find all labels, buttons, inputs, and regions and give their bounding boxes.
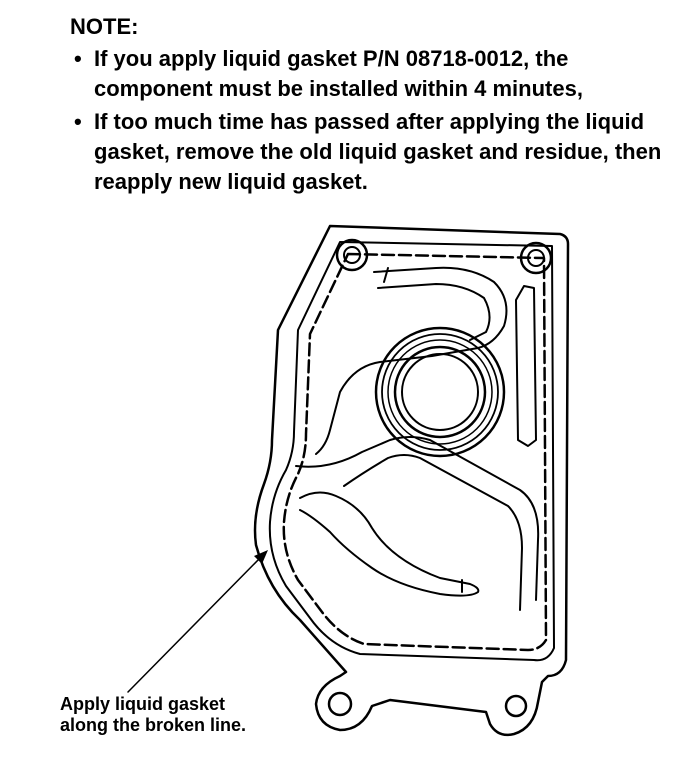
note-block: NOTE: • If you apply liquid gasket P/N 0… [70, 12, 670, 200]
callout-line-2: along the broken line. [60, 715, 247, 735]
note-item-text: If you apply liquid gasket P/N 08718-001… [94, 46, 583, 101]
bullet-icon: • [74, 46, 82, 71]
callout-leader [127, 555, 263, 693]
note-list: • If you apply liquid gasket P/N 08718-0… [70, 44, 670, 197]
upper-passage [315, 266, 508, 455]
bullet-icon: • [74, 109, 82, 134]
note-item-text: If too much time has passed after applyi… [94, 109, 662, 194]
note-item: • If you apply liquid gasket P/N 08718-0… [70, 44, 670, 104]
lower-pocket [299, 491, 480, 597]
bolt-hole-top-left [335, 238, 369, 272]
note-item: • If too much time has passed after appl… [70, 107, 670, 197]
cover-outer-outline [253, 224, 570, 737]
callout-arrowhead [254, 550, 268, 564]
bolt-hole-bottom-right [504, 694, 528, 718]
note-heading: NOTE: [70, 14, 139, 39]
bolt-hole-top-right [519, 241, 553, 275]
bolt-hole-bottom-left [327, 691, 353, 717]
right-slot [515, 285, 537, 447]
cover-inner-outline [268, 241, 555, 662]
callout-line-1: Apply liquid gasket [60, 694, 226, 714]
callout-label: Apply liquid gasket along the broken lin… [60, 694, 246, 736]
lower-rib [295, 436, 540, 601]
center-boss-outer [374, 326, 506, 458]
